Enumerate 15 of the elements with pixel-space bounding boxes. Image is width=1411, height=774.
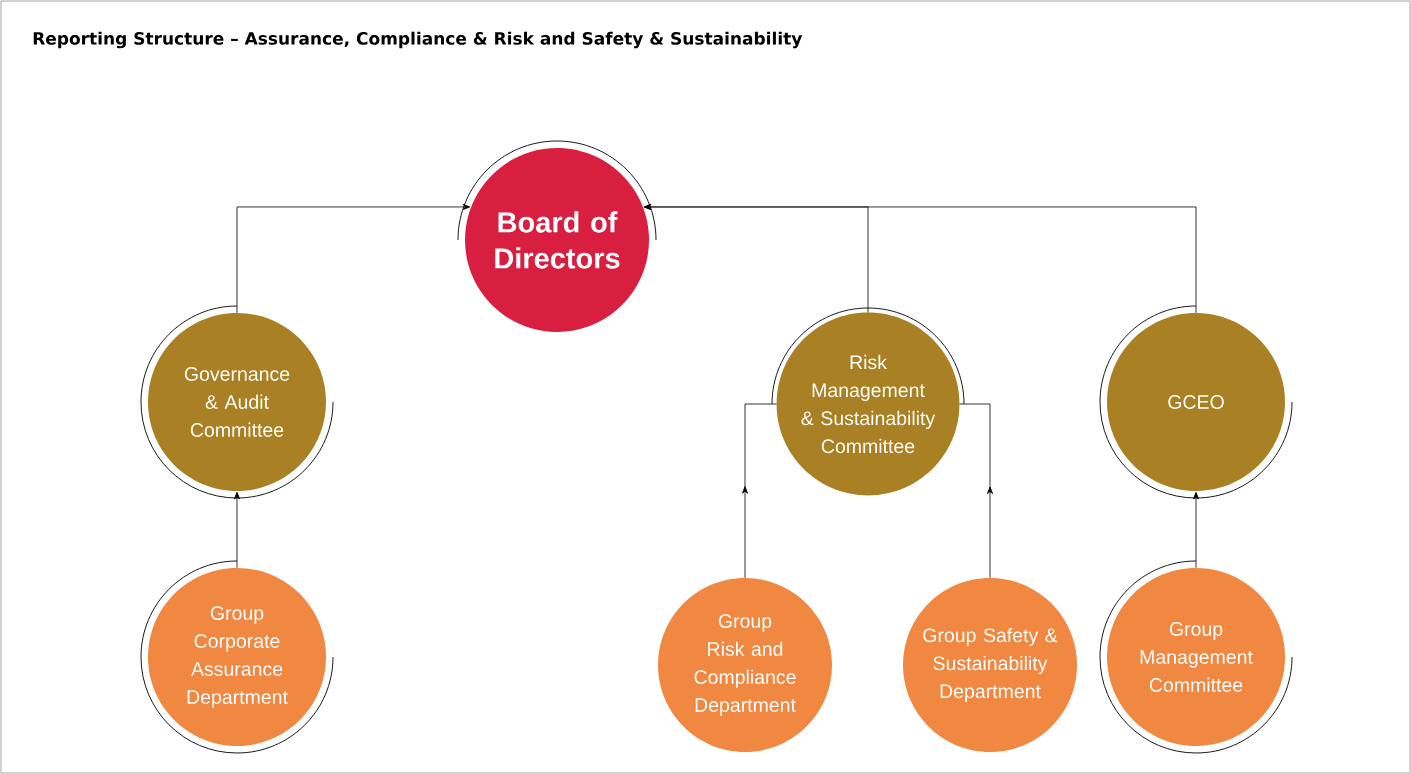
- circle-node: Group Risk and Compliance Department: [658, 578, 832, 752]
- circle-node: Board of Directors: [457, 140, 657, 332]
- circle-node: Governance & Audit Committee: [140, 305, 334, 499]
- circle-node: Group Management Committee: [1099, 560, 1293, 754]
- circle-node: Group Corporate Assurance Department: [140, 560, 334, 754]
- arrow: [643, 203, 1197, 314]
- circle-node: GCEO: [1099, 305, 1293, 499]
- arrow: [234, 491, 240, 569]
- arrow: [742, 403, 777, 579]
- arrow: [236, 203, 471, 314]
- circle-node: Risk Management & Sustainability Committee: [771, 307, 965, 496]
- title: Reporting Structure – Assurance, Compliance & Risk and Safety & Sustainability: [33, 31, 803, 49]
- arrow: [1193, 491, 1199, 569]
- circle-node: Group Safety & Sustainability Department: [903, 578, 1077, 752]
- arrow: [959, 403, 993, 579]
